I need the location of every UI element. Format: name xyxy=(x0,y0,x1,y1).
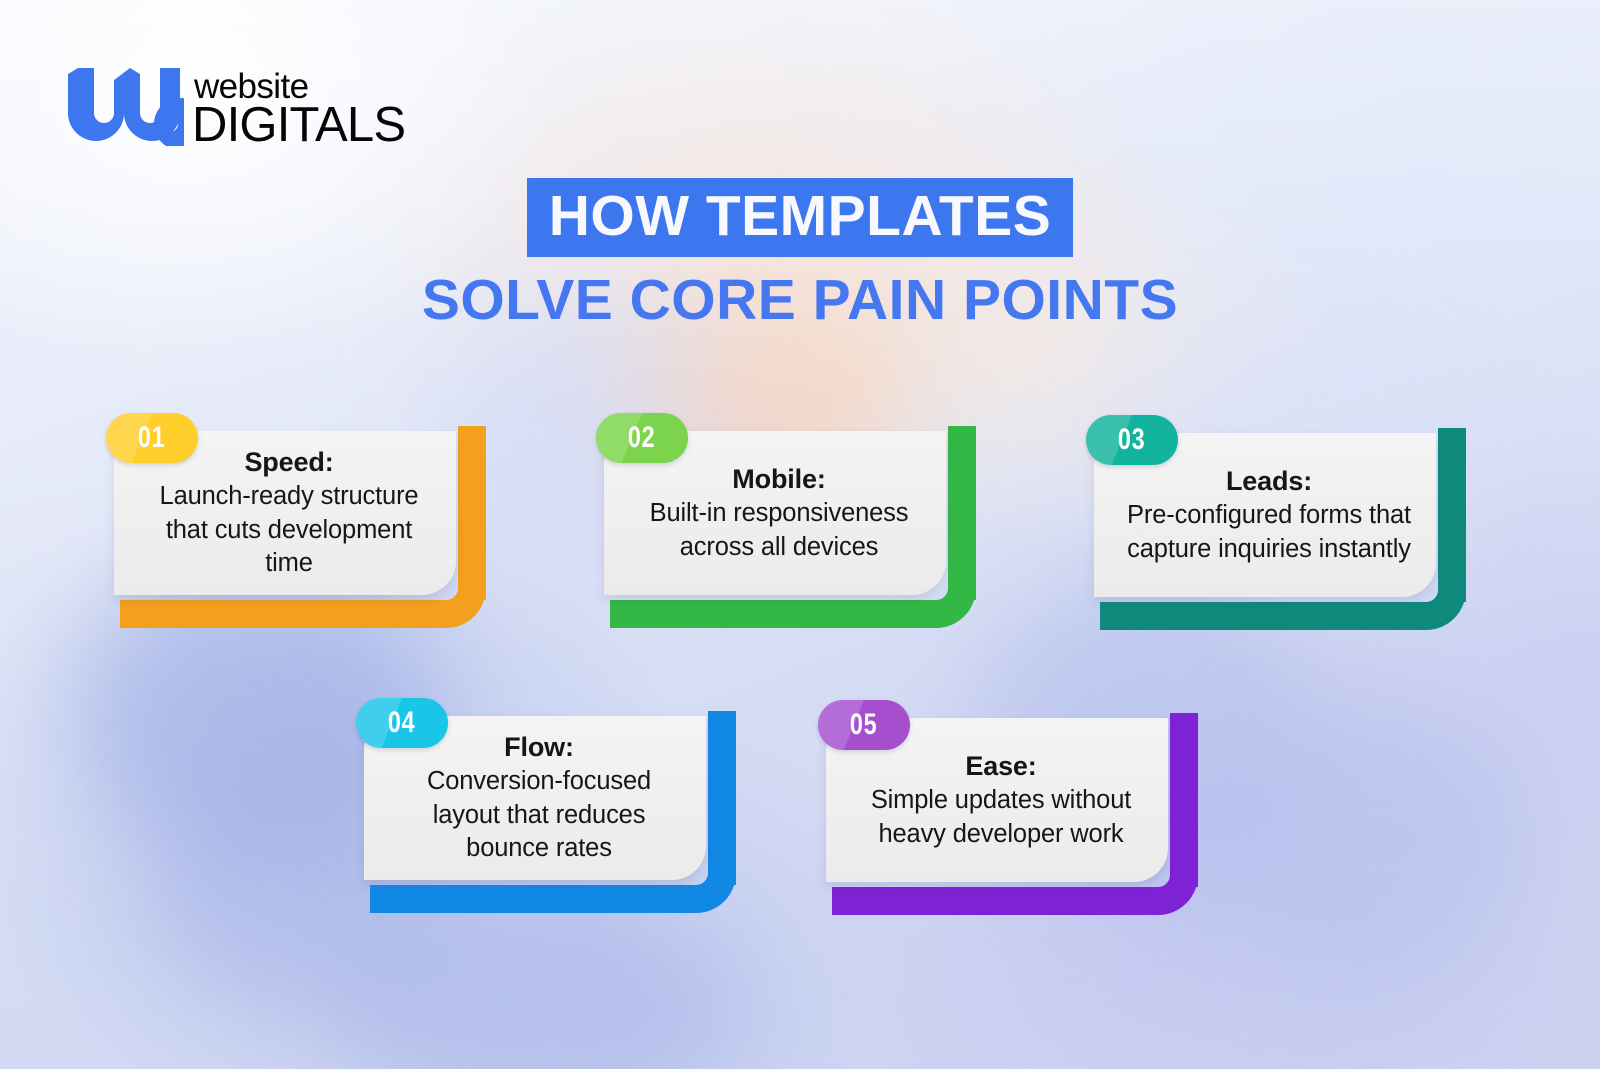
card-title: Leads: xyxy=(1225,465,1313,496)
card-number-badge: 01 xyxy=(106,413,198,463)
card-number: 04 xyxy=(388,706,416,739)
card-text: Speed: Launch-ready structure that cuts … xyxy=(140,445,438,581)
pain-point-card[interactable]: Speed: Launch-ready structure that cuts … xyxy=(106,413,486,628)
background-blur-blob xyxy=(1230,700,1530,980)
card-number: 01 xyxy=(138,421,166,454)
card-number-badge: 04 xyxy=(356,698,448,748)
pain-point-card[interactable]: Ease: Simple updates without heavy devel… xyxy=(818,700,1198,915)
card-accent-right xyxy=(458,426,486,600)
card-title: Flow: xyxy=(504,732,574,763)
card-body: Launch-ready structure that cuts develop… xyxy=(159,482,419,578)
card-accent-right xyxy=(1170,713,1198,887)
background-blur-blob xyxy=(330,900,750,1069)
card-text: Flow: Conversion-focused layout that red… xyxy=(390,730,688,866)
card-accent-bottom xyxy=(1100,602,1426,630)
brand-name-top: website xyxy=(194,66,309,106)
card-title: Speed: xyxy=(244,447,334,478)
wd-monogram-icon xyxy=(66,68,206,151)
card-panel: Mobile: Built-in responsiveness across a… xyxy=(604,431,946,595)
card-body: Conversion-focused layout that reduces b… xyxy=(426,767,652,863)
brand-wordmark: website DIGITALS xyxy=(192,66,406,153)
card-body: Built-in responsiveness across all devic… xyxy=(649,499,909,561)
card-number-badge: 05 xyxy=(818,700,910,750)
pain-point-card[interactable]: Leads: Pre-configured forms that capture… xyxy=(1086,415,1466,630)
card-title: Mobile: xyxy=(732,463,826,494)
page-title: HOW TEMPLATES SOLVE CORE PAIN POINTS xyxy=(0,178,1600,331)
pain-point-card[interactable]: Flow: Conversion-focused layout that red… xyxy=(356,698,736,913)
brand-name-bottom: DIGITALS xyxy=(192,98,406,153)
card-accent-bottom xyxy=(120,600,446,628)
card-number-badge: 03 xyxy=(1086,415,1178,465)
card-panel: Ease: Simple updates without heavy devel… xyxy=(826,718,1168,882)
card-text: Ease: Simple updates without heavy devel… xyxy=(852,749,1150,851)
brand-logo: website DIGITALS xyxy=(66,66,406,153)
card-text: Mobile: Built-in responsiveness across a… xyxy=(630,462,928,564)
card-number: 03 xyxy=(1118,423,1146,456)
card-title: Ease: xyxy=(965,750,1037,781)
pain-point-card[interactable]: Mobile: Built-in responsiveness across a… xyxy=(596,413,976,628)
card-number: 05 xyxy=(850,708,878,741)
card-body: Simple updates without heavy developer w… xyxy=(870,786,1132,848)
card-accent-right xyxy=(948,426,976,600)
card-accent-bottom xyxy=(832,887,1158,915)
card-accent-bottom xyxy=(610,600,936,628)
card-body: Pre-configured forms that capture inquir… xyxy=(1127,501,1411,563)
card-number-badge: 02 xyxy=(596,413,688,463)
card-accent-right xyxy=(708,711,736,885)
card-text: Leads: Pre-configured forms that capture… xyxy=(1120,464,1418,566)
card-accent-bottom xyxy=(370,885,696,913)
card-number: 02 xyxy=(628,421,656,454)
card-accent-right xyxy=(1438,428,1466,602)
page-title-line-1: HOW TEMPLATES xyxy=(526,178,1074,257)
page-title-line-2: SOLVE CORE PAIN POINTS xyxy=(421,268,1179,332)
